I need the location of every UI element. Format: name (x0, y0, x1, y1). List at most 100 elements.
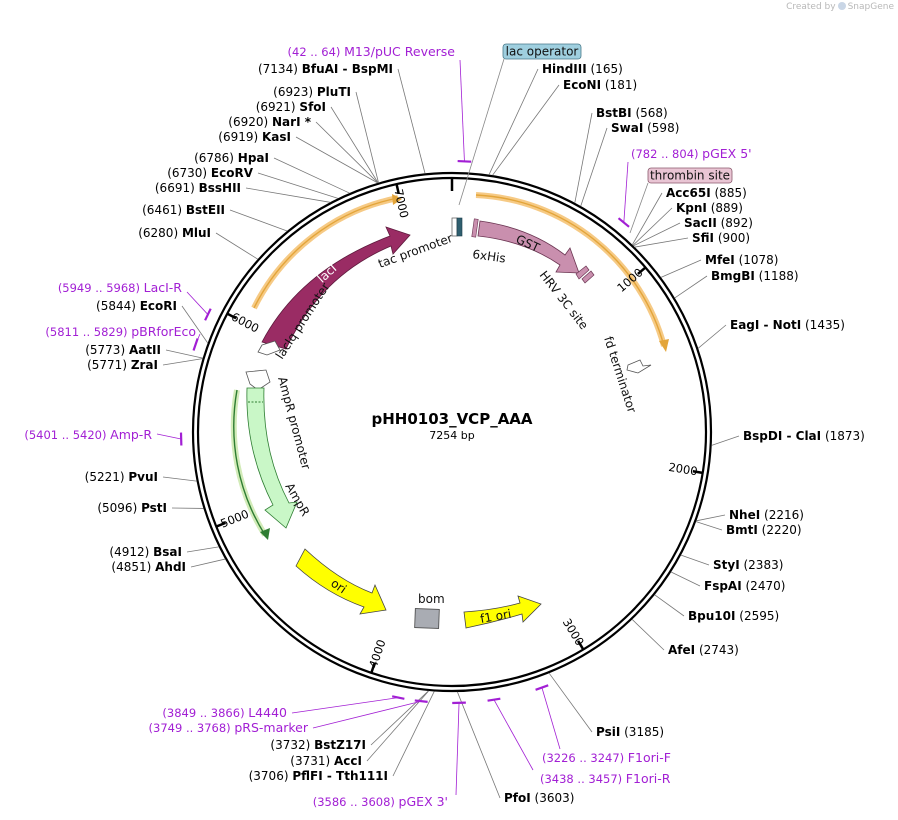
primer-label[interactable]: (782 .. 804) pGEX 5' (631, 146, 752, 161)
primer-label[interactable]: (3586 .. 3608) pGEX 3' (313, 794, 448, 809)
lac-operator-box (502, 43, 582, 60)
primer-leader (493, 699, 534, 771)
ori-feature[interactable] (295, 548, 387, 615)
plasmid-size: 7254 bp (429, 429, 474, 442)
primer-label[interactable]: (5811 .. 5829) pBRforEco (45, 324, 196, 339)
site-label[interactable]: (5844) EcoRI (96, 299, 177, 313)
tac-promoter-feature[interactable] (451, 217, 458, 237)
site-leader (457, 691, 501, 799)
site-label[interactable]: (6923) PluTI (273, 85, 351, 99)
site-label[interactable]: (6921) SfoI (256, 100, 326, 114)
site-leader (680, 554, 710, 566)
site-label[interactable]: EagI - NotI (1435) (730, 318, 845, 332)
primer-label[interactable]: (42 .. 64) M13/pUC Reverse (288, 44, 456, 59)
site-label[interactable]: HindIII (165) (542, 62, 623, 76)
site-label[interactable]: (6461) BstEII (142, 203, 225, 217)
tick-5000 (215, 521, 227, 528)
site-leader (633, 222, 681, 247)
site-label[interactable]: (3731) AccI (290, 754, 362, 768)
site-leader (711, 435, 740, 446)
primer-label[interactable]: (5401 .. 5420) Amp-R (24, 427, 152, 442)
f1-ori-feature[interactable] (463, 595, 542, 629)
primer-label[interactable]: (3438 .. 3457) F1ori-R (540, 771, 671, 786)
site-label[interactable]: (6920) NarI * (228, 115, 311, 129)
site-label[interactable]: AfeI (2743) (668, 643, 739, 657)
site-label[interactable]: (6786) HpaI (194, 151, 269, 165)
site-labels: (7134) BfuAI - BspMI (6923) PluTI(6921) S… (85, 62, 865, 805)
HRV-3C-site-feature[interactable] (575, 265, 590, 280)
site-label[interactable]: KpnI (889) (676, 201, 743, 215)
thrombin-site-mark[interactable] (581, 270, 595, 284)
site-leader (295, 136, 378, 184)
site-leader (370, 690, 429, 746)
tick-1000 (637, 266, 647, 275)
site-label[interactable]: SwaI (598) (611, 121, 679, 135)
lacI-feature[interactable] (261, 226, 411, 350)
site-label[interactable]: (7134) BfuAI - BspMI (258, 62, 393, 76)
site-label[interactable]: StyI (2383) (713, 558, 783, 572)
site-label[interactable]: BspDI - ClaI (1873) (743, 429, 865, 443)
site-label[interactable]: (6691) BssHII (155, 181, 241, 195)
site-label[interactable]: PfoI (3603) (504, 791, 574, 805)
primer-label[interactable]: (3749 .. 3768) pRS-marker (149, 720, 309, 735)
primer-label[interactable]: (3849 .. 3866) L4440 (162, 705, 287, 720)
site-label[interactable]: (6919) KasI (218, 130, 291, 144)
thrombin-site-tag[interactable]: thrombin site (647, 167, 733, 184)
site-leader (245, 187, 331, 203)
orf-arc-right-head (659, 339, 669, 352)
site-label[interactable]: SacII (892) (684, 216, 753, 230)
site-leader (315, 121, 379, 184)
site-label[interactable]: FspAI (2470) (704, 579, 785, 593)
site-label[interactable]: BstBI (568) (596, 106, 668, 120)
site-leader (695, 521, 723, 531)
tick-4000 (370, 662, 376, 674)
tick-label: 2000 (667, 460, 698, 479)
site-leader (165, 349, 203, 359)
orf-arc-upper-left-core (253, 197, 399, 309)
tick-label: 4000 (366, 638, 389, 670)
site-leader (273, 157, 350, 194)
site-label[interactable]: (4912) BsaI (109, 545, 182, 559)
site-leader (634, 237, 689, 248)
bom-feature[interactable] (414, 608, 440, 629)
site-leader (660, 259, 702, 278)
AmpR-feature[interactable] (246, 387, 298, 529)
site-leader (696, 514, 726, 522)
lac-operator-mark[interactable] (456, 217, 463, 237)
primer-bar (535, 684, 549, 691)
site-leader (574, 112, 593, 203)
orf-arc-upper-left-head (392, 194, 402, 205)
site-label[interactable]: (3732) BstZ17I (270, 738, 366, 752)
site-leader (548, 672, 593, 733)
site-label[interactable]: (6730) EcoRV (167, 166, 254, 180)
site-label[interactable]: (5771) ZraI (87, 358, 158, 372)
site-label[interactable]: (4851) AhdI (111, 560, 186, 574)
primer-label[interactable]: (3226 .. 3247) F1ori-F (542, 750, 671, 765)
primer-leader (186, 291, 209, 315)
site-leader (162, 358, 203, 366)
fd-terminator-feature[interactable] (626, 359, 652, 374)
site-label[interactable]: PsiI (3185) (596, 725, 664, 739)
site-label[interactable]: Acc65I (885) (666, 186, 747, 200)
site-label[interactable]: Bpu10I (2595) (688, 609, 779, 623)
lacIq-promoter-feature[interactable] (257, 340, 281, 356)
tick-2000 (692, 470, 703, 475)
site-label[interactable]: NheI (2216) (729, 508, 804, 522)
AmpR-promoter-feature[interactable] (245, 369, 271, 391)
primer-label[interactable]: (5949 .. 5968) LacI-R (58, 280, 182, 295)
site-label[interactable]: (5096) PstI (97, 501, 167, 515)
site-label[interactable]: (5221) PvuI (85, 470, 158, 484)
site-label[interactable]: BmgBI (1188) (711, 269, 799, 283)
tick-label: 7000 (391, 188, 411, 220)
site-label[interactable]: (5773) AatII (85, 343, 161, 357)
lac-operator-tag[interactable]: lac operator (502, 43, 582, 60)
GST-feature[interactable] (477, 220, 580, 274)
site-label[interactable]: BmtI (2220) (726, 523, 802, 537)
site-label[interactable]: EcoNI (181) (563, 78, 637, 92)
site-label[interactable]: (3706) PflFI - Tth111I (249, 769, 388, 783)
site-label[interactable]: (6280) MluI (138, 226, 211, 240)
6xHis-feature[interactable] (471, 218, 479, 238)
site-label[interactable]: SfiI (900) (692, 231, 750, 245)
site-leader (580, 127, 608, 207)
site-label[interactable]: MfeI (1078) (705, 253, 778, 267)
